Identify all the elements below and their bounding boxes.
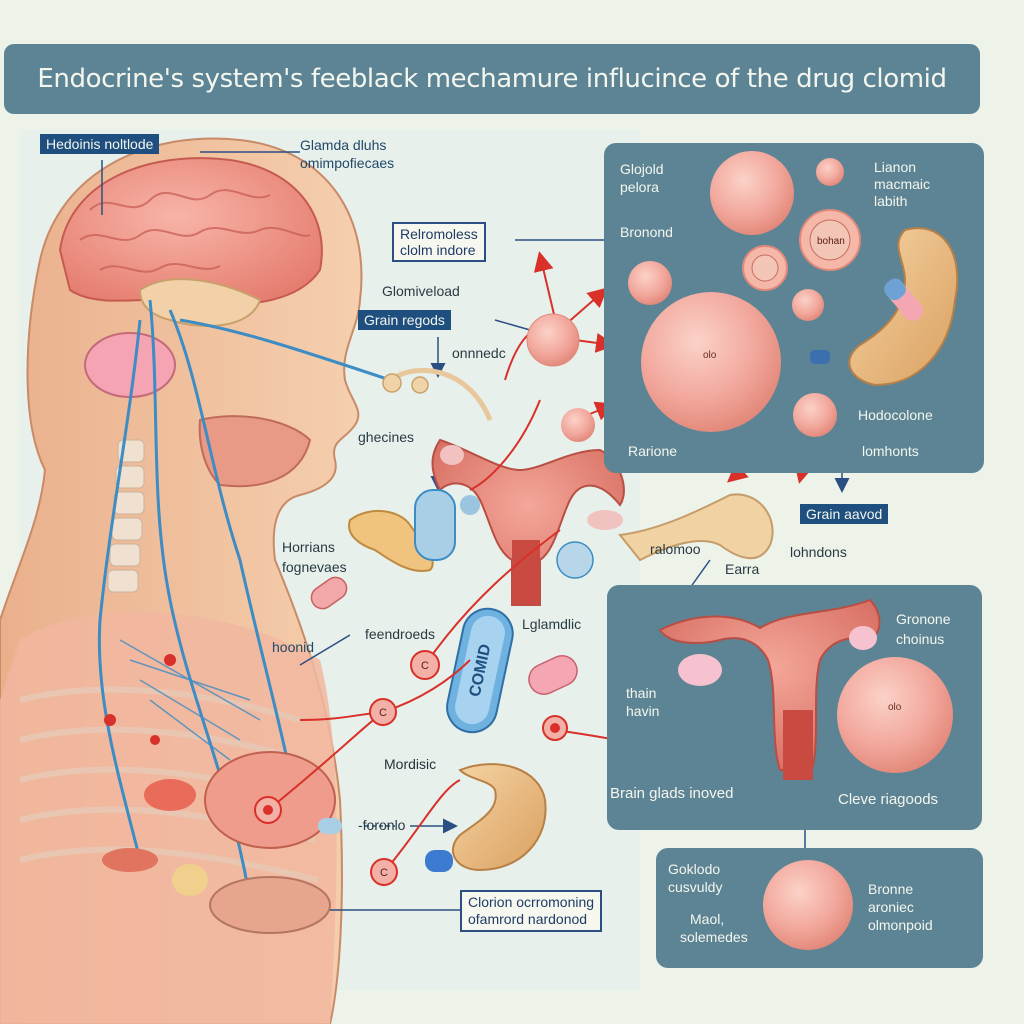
center-top-tag-line-1: Relromoless xyxy=(400,226,478,242)
clorion-tag: Clorion ocrromoning ofamrord nardonod xyxy=(460,890,603,932)
center-top-tag-line-2: clolm indore xyxy=(400,242,476,258)
glojold-label-2: pelora xyxy=(620,179,659,195)
cleve-label: Cleve riagoods xyxy=(838,791,939,808)
ralomoo-label: ralomoo xyxy=(650,541,701,557)
glands-label-2: omimpofiecaes xyxy=(300,155,395,171)
bronne-label-3: olmonpoid xyxy=(868,917,933,933)
body-figure xyxy=(0,137,391,1024)
glands-label-1: Glamda dluhs xyxy=(300,137,387,153)
uterus-center xyxy=(431,438,625,606)
title-bar: Endocrine's system's feeblack mechamure … xyxy=(4,44,980,114)
foronlo-label: -foronlo xyxy=(358,817,406,833)
goklodo-label-2: cusvuldy xyxy=(668,879,723,895)
glamdlic-label: Lglamdlic xyxy=(522,616,582,632)
lohndons-label: lohndons xyxy=(790,544,847,560)
ghecines-label: ghecines xyxy=(358,429,415,445)
onnnedc-label: onnnedc xyxy=(452,345,506,361)
top-left-tag: Hedoinis noltlode xyxy=(40,134,160,154)
lianon-label-1: Lianon xyxy=(874,159,917,175)
glojold-label-1: Glojold xyxy=(620,161,664,177)
clorion-tag-line-2: ofamrord nardonod xyxy=(468,911,588,927)
svg-text:C: C xyxy=(380,867,388,879)
svg-text:C: C xyxy=(421,660,429,672)
hoonid-label: hoonid xyxy=(272,639,315,655)
svg-text:C: C xyxy=(379,707,387,719)
clomid-pill xyxy=(446,607,514,734)
box-pill-label: bohan xyxy=(817,236,845,247)
lianon-label-2: macmaic xyxy=(874,176,931,192)
rarione-label: Rarione xyxy=(628,443,678,459)
lianon-label-3: labith xyxy=(874,193,908,209)
bronne-label-1: Bronne xyxy=(868,881,914,897)
lomhonts-label: lomhonts xyxy=(862,443,919,459)
earra-label: Earra xyxy=(725,561,760,577)
gronone-label-1: Gronone xyxy=(896,611,951,627)
maol-label-1: Maol, xyxy=(690,911,725,927)
horrians-label: Horrians xyxy=(282,539,335,555)
hodocolone-label: Hodocolone xyxy=(858,407,933,423)
feendroeds-label: feendroeds xyxy=(365,626,436,642)
thain-label-2: havin xyxy=(626,703,660,719)
glomiveload-label: Glomiveload xyxy=(382,283,460,299)
thain-label-1: thain xyxy=(626,685,657,701)
cell-label-top: olo xyxy=(703,350,717,361)
page-title: Endocrine's system's feeblack mechamure … xyxy=(37,64,947,94)
grain-aavod-tag: Grain aavod xyxy=(800,504,889,524)
brain-glads-label: Brain glads inoved xyxy=(610,785,734,802)
clorion-tag-line-1: Clorion ocrromoning xyxy=(468,894,595,910)
center-top-tag: Relromoless clolm indore xyxy=(392,222,486,262)
fognevaes-label: fognevaes xyxy=(282,559,347,575)
gronone-label-2: choinus xyxy=(896,631,945,647)
mordisic-label: Mordisic xyxy=(384,756,437,772)
grain-regods-tag: Grain regods xyxy=(358,310,451,330)
bronond-label: Bronond xyxy=(620,224,673,240)
maol-label-2: solemedes xyxy=(680,929,748,945)
goklodo-label-1: Goklodo xyxy=(668,861,721,877)
cell-label-mid: olo xyxy=(888,702,902,713)
bronne-label-2: aroniec xyxy=(868,899,914,915)
